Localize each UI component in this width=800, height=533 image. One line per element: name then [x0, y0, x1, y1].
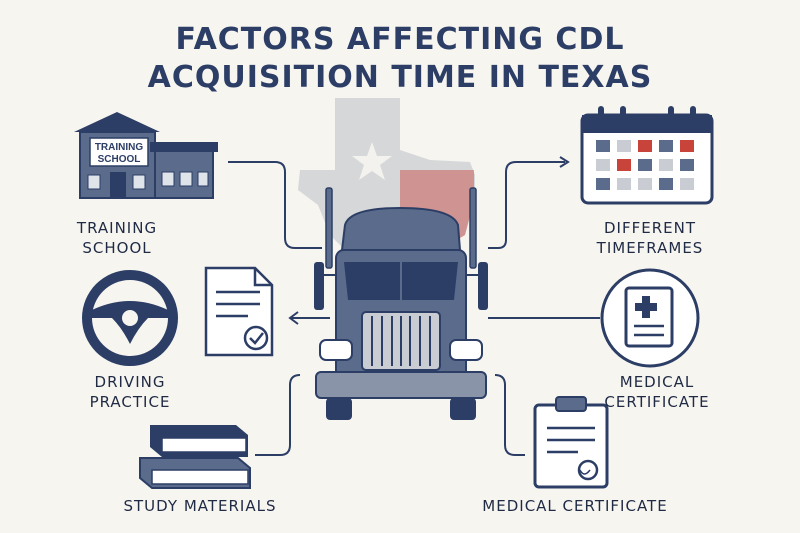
connector-lines [228, 156, 600, 456]
label-different-timeframes-line-2: TIMEFRAMES [596, 239, 704, 257]
semi-truck-icon [314, 187, 488, 420]
label-training-school-line-1: TRAINING [76, 219, 158, 237]
label-driving-practice-line-2: PRACTICE [89, 393, 171, 411]
school-sign-line-1: TRAINING [95, 142, 144, 153]
books-icon [139, 425, 251, 489]
school-sign-line-2: SCHOOL [98, 154, 141, 165]
page-title-line-1: FACTORS AFFECTING CDL [175, 22, 625, 57]
label-study-materials: STUDY MATERIALS [123, 497, 277, 515]
label-medical-certificate-right-line-2: CERTIFICATE [604, 393, 710, 411]
steering-wheel-icon [82, 270, 178, 366]
calendar-icon [580, 106, 714, 205]
label-driving-practice-line-1: DRIVING [94, 373, 166, 391]
checked-document-icon [204, 266, 274, 357]
clipboard-icon [533, 396, 609, 489]
calendar-grid [596, 140, 694, 190]
label-medical-certificate-right-line-1: MEDICAL [619, 373, 695, 391]
page-title-line-2: ACQUISITION TIME IN TEXAS [147, 60, 653, 95]
label-medical-certificate-bottom: MEDICAL CERTIFICATE [482, 497, 668, 515]
label-training-school-line-2: SCHOOL [82, 239, 152, 257]
medical-form-icon [600, 268, 700, 368]
school-building-icon: TRAINING SCHOOL [74, 112, 218, 199]
label-different-timeframes-line-1: DIFFERENT [604, 219, 696, 237]
